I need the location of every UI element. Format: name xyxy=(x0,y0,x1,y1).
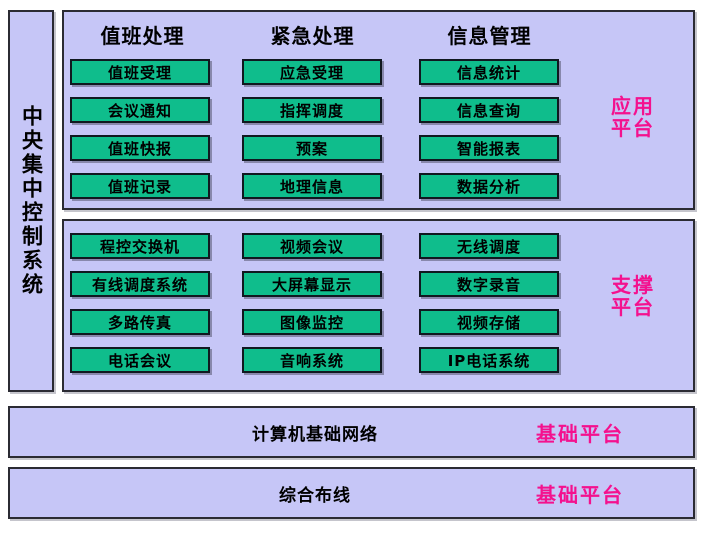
module-button[interactable]: 指挥调度 xyxy=(242,97,382,123)
module-button[interactable]: 电话会议 xyxy=(70,347,210,373)
module-button[interactable]: 信息统计 xyxy=(419,59,559,85)
module-button[interactable]: 无线调度 xyxy=(419,233,559,259)
module-button[interactable]: 值班受理 xyxy=(70,59,210,85)
support-platform-tag-line1: 支撑 xyxy=(611,273,655,297)
structured-cabling-tag: 基础平台 xyxy=(536,482,624,507)
module-button[interactable]: IP电话系统 xyxy=(419,347,559,373)
network-infrastructure-tag: 基础平台 xyxy=(536,421,624,446)
central-control-system-sidebar: 中央集中控制系统 xyxy=(8,10,54,392)
module-button[interactable]: 视频会议 xyxy=(242,233,382,259)
network-infrastructure-label: 计算机基础网络 xyxy=(252,424,378,445)
module-button[interactable]: 有线调度系统 xyxy=(70,271,210,297)
support-platform-panel: 程控交换机 有线调度系统 多路传真 电话会议 视频会议 大屏幕显示 图像监控 音… xyxy=(62,219,695,392)
module-button[interactable]: 预案 xyxy=(242,135,382,161)
network-infrastructure-bar: 计算机基础网络 基础平台 xyxy=(8,406,695,458)
module-button[interactable]: 会议通知 xyxy=(70,97,210,123)
column-header-duty: 值班处理 xyxy=(100,24,185,48)
module-button[interactable]: 值班记录 xyxy=(70,173,210,199)
module-button[interactable]: 程控交换机 xyxy=(70,233,210,259)
application-platform-panel: 值班处理 紧急处理 信息管理 值班受理 会议通知 值班快报 值班记录 应急受理 … xyxy=(62,10,695,210)
module-button[interactable]: 值班快报 xyxy=(70,135,210,161)
column-header-information: 信息管理 xyxy=(447,24,532,48)
module-button[interactable]: 多路传真 xyxy=(70,309,210,335)
module-button[interactable]: 音响系统 xyxy=(242,347,382,373)
module-button[interactable]: 应急受理 xyxy=(242,59,382,85)
application-platform-tag: 应用 平台 xyxy=(574,94,692,140)
support-platform-tag-line2: 平台 xyxy=(611,294,655,319)
application-platform-tag-line2: 平台 xyxy=(611,115,655,140)
module-button[interactable]: 大屏幕显示 xyxy=(242,271,382,297)
structured-cabling-label: 综合布线 xyxy=(279,485,351,506)
module-button[interactable]: 视频存储 xyxy=(419,309,559,335)
support-platform-tag: 支撑 平台 xyxy=(574,273,692,319)
sidebar-label: 中央集中控制系统 xyxy=(19,105,44,297)
module-button[interactable]: 信息查询 xyxy=(419,97,559,123)
column-header-emergency: 紧急处理 xyxy=(270,24,355,48)
module-button[interactable]: 智能报表 xyxy=(419,135,559,161)
module-button[interactable]: 数字录音 xyxy=(419,271,559,297)
structured-cabling-bar: 综合布线 基础平台 xyxy=(8,467,695,519)
application-platform-tag-line1: 应用 xyxy=(611,94,655,118)
module-button[interactable]: 图像监控 xyxy=(242,309,382,335)
module-button[interactable]: 地理信息 xyxy=(242,173,382,199)
module-button[interactable]: 数据分析 xyxy=(419,173,559,199)
